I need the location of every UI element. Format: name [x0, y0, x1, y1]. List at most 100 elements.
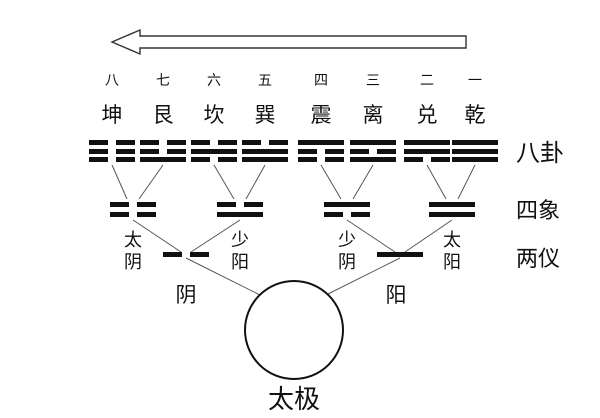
trigram-7-line-bottom-yin-right	[431, 157, 450, 162]
two-mode-2	[377, 252, 423, 257]
number-7: 二	[420, 73, 434, 89]
number-3: 六	[207, 73, 221, 89]
two-mode-1-line-yin-right	[190, 252, 209, 257]
four-image-label-4-top: 太	[443, 230, 461, 251]
trigram-6-line-middle-yin-left	[350, 149, 369, 154]
connector-two-1-right	[190, 219, 241, 253]
two-mode-2-line-yang	[377, 252, 423, 257]
trigram-2-line-bottom-yang	[140, 157, 186, 162]
trigram-symbol-2	[140, 140, 186, 162]
four-image-2	[217, 202, 263, 217]
four-image-4-line-top-yang	[429, 202, 475, 207]
trigram-5-line-bottom-yin-right	[325, 157, 344, 162]
number-2: 七	[156, 73, 170, 89]
four-image-4	[429, 202, 475, 217]
trigram-3-line-bottom-yin-left	[191, 157, 210, 162]
four-image-4-line-bottom-yang	[429, 212, 475, 217]
trigram-name-6: 离	[363, 103, 384, 127]
numbers-row: 八七六五四三二一	[105, 73, 482, 89]
trigram-6-line-bottom-yang	[350, 157, 396, 162]
connector-taiji-left	[185, 257, 263, 297]
connector-four-2-left	[213, 164, 235, 200]
two-mode-1	[163, 252, 209, 257]
two-mode-label-yin: 阴	[176, 283, 197, 307]
four-image-2-line-bottom-yang	[217, 212, 263, 217]
trigram-5-line-middle-yin-left	[298, 149, 317, 154]
four-image-label-3-bottom: 阴	[338, 252, 356, 273]
connector-four-3-left	[320, 164, 342, 200]
trigram-names-row: 坤艮坎巽震离兑乾	[102, 103, 486, 127]
two-mode-label-yang: 阳	[386, 283, 407, 307]
trigram-7-line-middle-yang	[404, 149, 450, 154]
trigram-symbol-4	[242, 140, 288, 162]
trigram-4-line-bottom-yang	[242, 157, 288, 162]
four-image-1-line-top-yin-left	[110, 202, 129, 207]
four-image-3-line-bottom-yin-left	[324, 212, 343, 217]
four-image-1-line-bottom-yin-left	[110, 212, 129, 217]
connector-two-2-right	[404, 219, 453, 253]
trigram-6-line-middle-yin-right	[377, 149, 396, 154]
trigram-3-line-top-yin-left	[191, 140, 210, 145]
trigram-3-line-bottom-yin-right	[218, 157, 237, 162]
row-label-liangyi: 两仪	[516, 247, 560, 272]
trigram-symbol-1	[89, 140, 135, 162]
connector-four-4-left	[426, 164, 447, 200]
trigram-1-line-top-yin-right	[116, 140, 135, 145]
trigram-8-line-middle-yang	[452, 149, 498, 154]
trigram-2-line-top-yin-left	[140, 140, 159, 145]
trigram-2-line-middle-yin-left	[140, 149, 159, 154]
number-5: 四	[314, 73, 328, 89]
connector-two-2-left	[346, 219, 396, 253]
trigram-7-line-top-yang	[404, 140, 450, 145]
connector-four-3-right	[352, 164, 374, 200]
trigram-symbol-7	[404, 140, 450, 162]
connector-four-2-right	[245, 164, 266, 200]
trigram-4-line-top-yin-right	[269, 140, 288, 145]
trigram-7-line-bottom-yin-left	[404, 157, 423, 162]
trigram-2-line-top-yin-right	[167, 140, 186, 145]
number-6: 三	[366, 73, 380, 89]
connector-four-1-left	[111, 164, 128, 200]
number-8: 一	[468, 73, 482, 89]
trigram-5-line-bottom-yin-left	[298, 157, 317, 162]
trigram-1-line-bottom-yin-right	[116, 157, 135, 162]
trigram-name-3: 坎	[204, 103, 225, 127]
trigram-name-5: 震	[311, 103, 332, 127]
connector-taiji-right	[327, 257, 401, 295]
number-1: 八	[105, 73, 119, 89]
trigram-name-7: 兑	[417, 103, 438, 127]
two-modes-row: 阴阳	[163, 252, 423, 307]
four-image-label-2-bottom: 阳	[231, 252, 249, 273]
four-image-3-line-bottom-yin-right	[351, 212, 370, 217]
trigram-name-4: 巽	[255, 103, 276, 127]
four-image-2-line-top-yin-left	[217, 202, 236, 207]
connector-four-4-right	[457, 164, 476, 200]
four-image-3-line-top-yang	[324, 202, 370, 207]
trigram-1-line-top-yin-left	[89, 140, 108, 145]
trigram-symbol-6	[350, 140, 396, 162]
four-image-label-2-top: 少	[231, 230, 249, 251]
trigram-4-line-top-yin-left	[242, 140, 261, 145]
taiji-circle	[244, 280, 344, 380]
trigram-8-line-bottom-yang	[452, 157, 498, 162]
trigram-5-line-top-yang	[298, 140, 344, 145]
four-image-label-4-bottom: 阳	[443, 252, 461, 273]
four-image-1-line-top-yin-right	[137, 202, 156, 207]
trigram-name-8: 乾	[465, 103, 486, 127]
four-image-label-1-bottom: 阴	[124, 252, 142, 273]
four-image-label-3-top: 少	[338, 230, 356, 251]
connector-four-1-right	[138, 164, 164, 200]
trigram-4-line-middle-yang	[242, 149, 288, 154]
connector-two-1-left	[132, 219, 182, 253]
number-4: 五	[258, 73, 272, 89]
row-label-bagua: 八卦	[516, 139, 564, 167]
trigram-3-line-top-yin-right	[218, 140, 237, 145]
left-arrow-icon	[110, 28, 467, 56]
four-image-1-line-bottom-yin-right	[137, 212, 156, 217]
four-image-label-1-top: 太	[124, 230, 142, 251]
trigram-1-line-middle-yin-left	[89, 149, 108, 154]
trigram-symbol-3	[191, 140, 237, 162]
trigram-3-line-middle-yang	[191, 149, 237, 154]
